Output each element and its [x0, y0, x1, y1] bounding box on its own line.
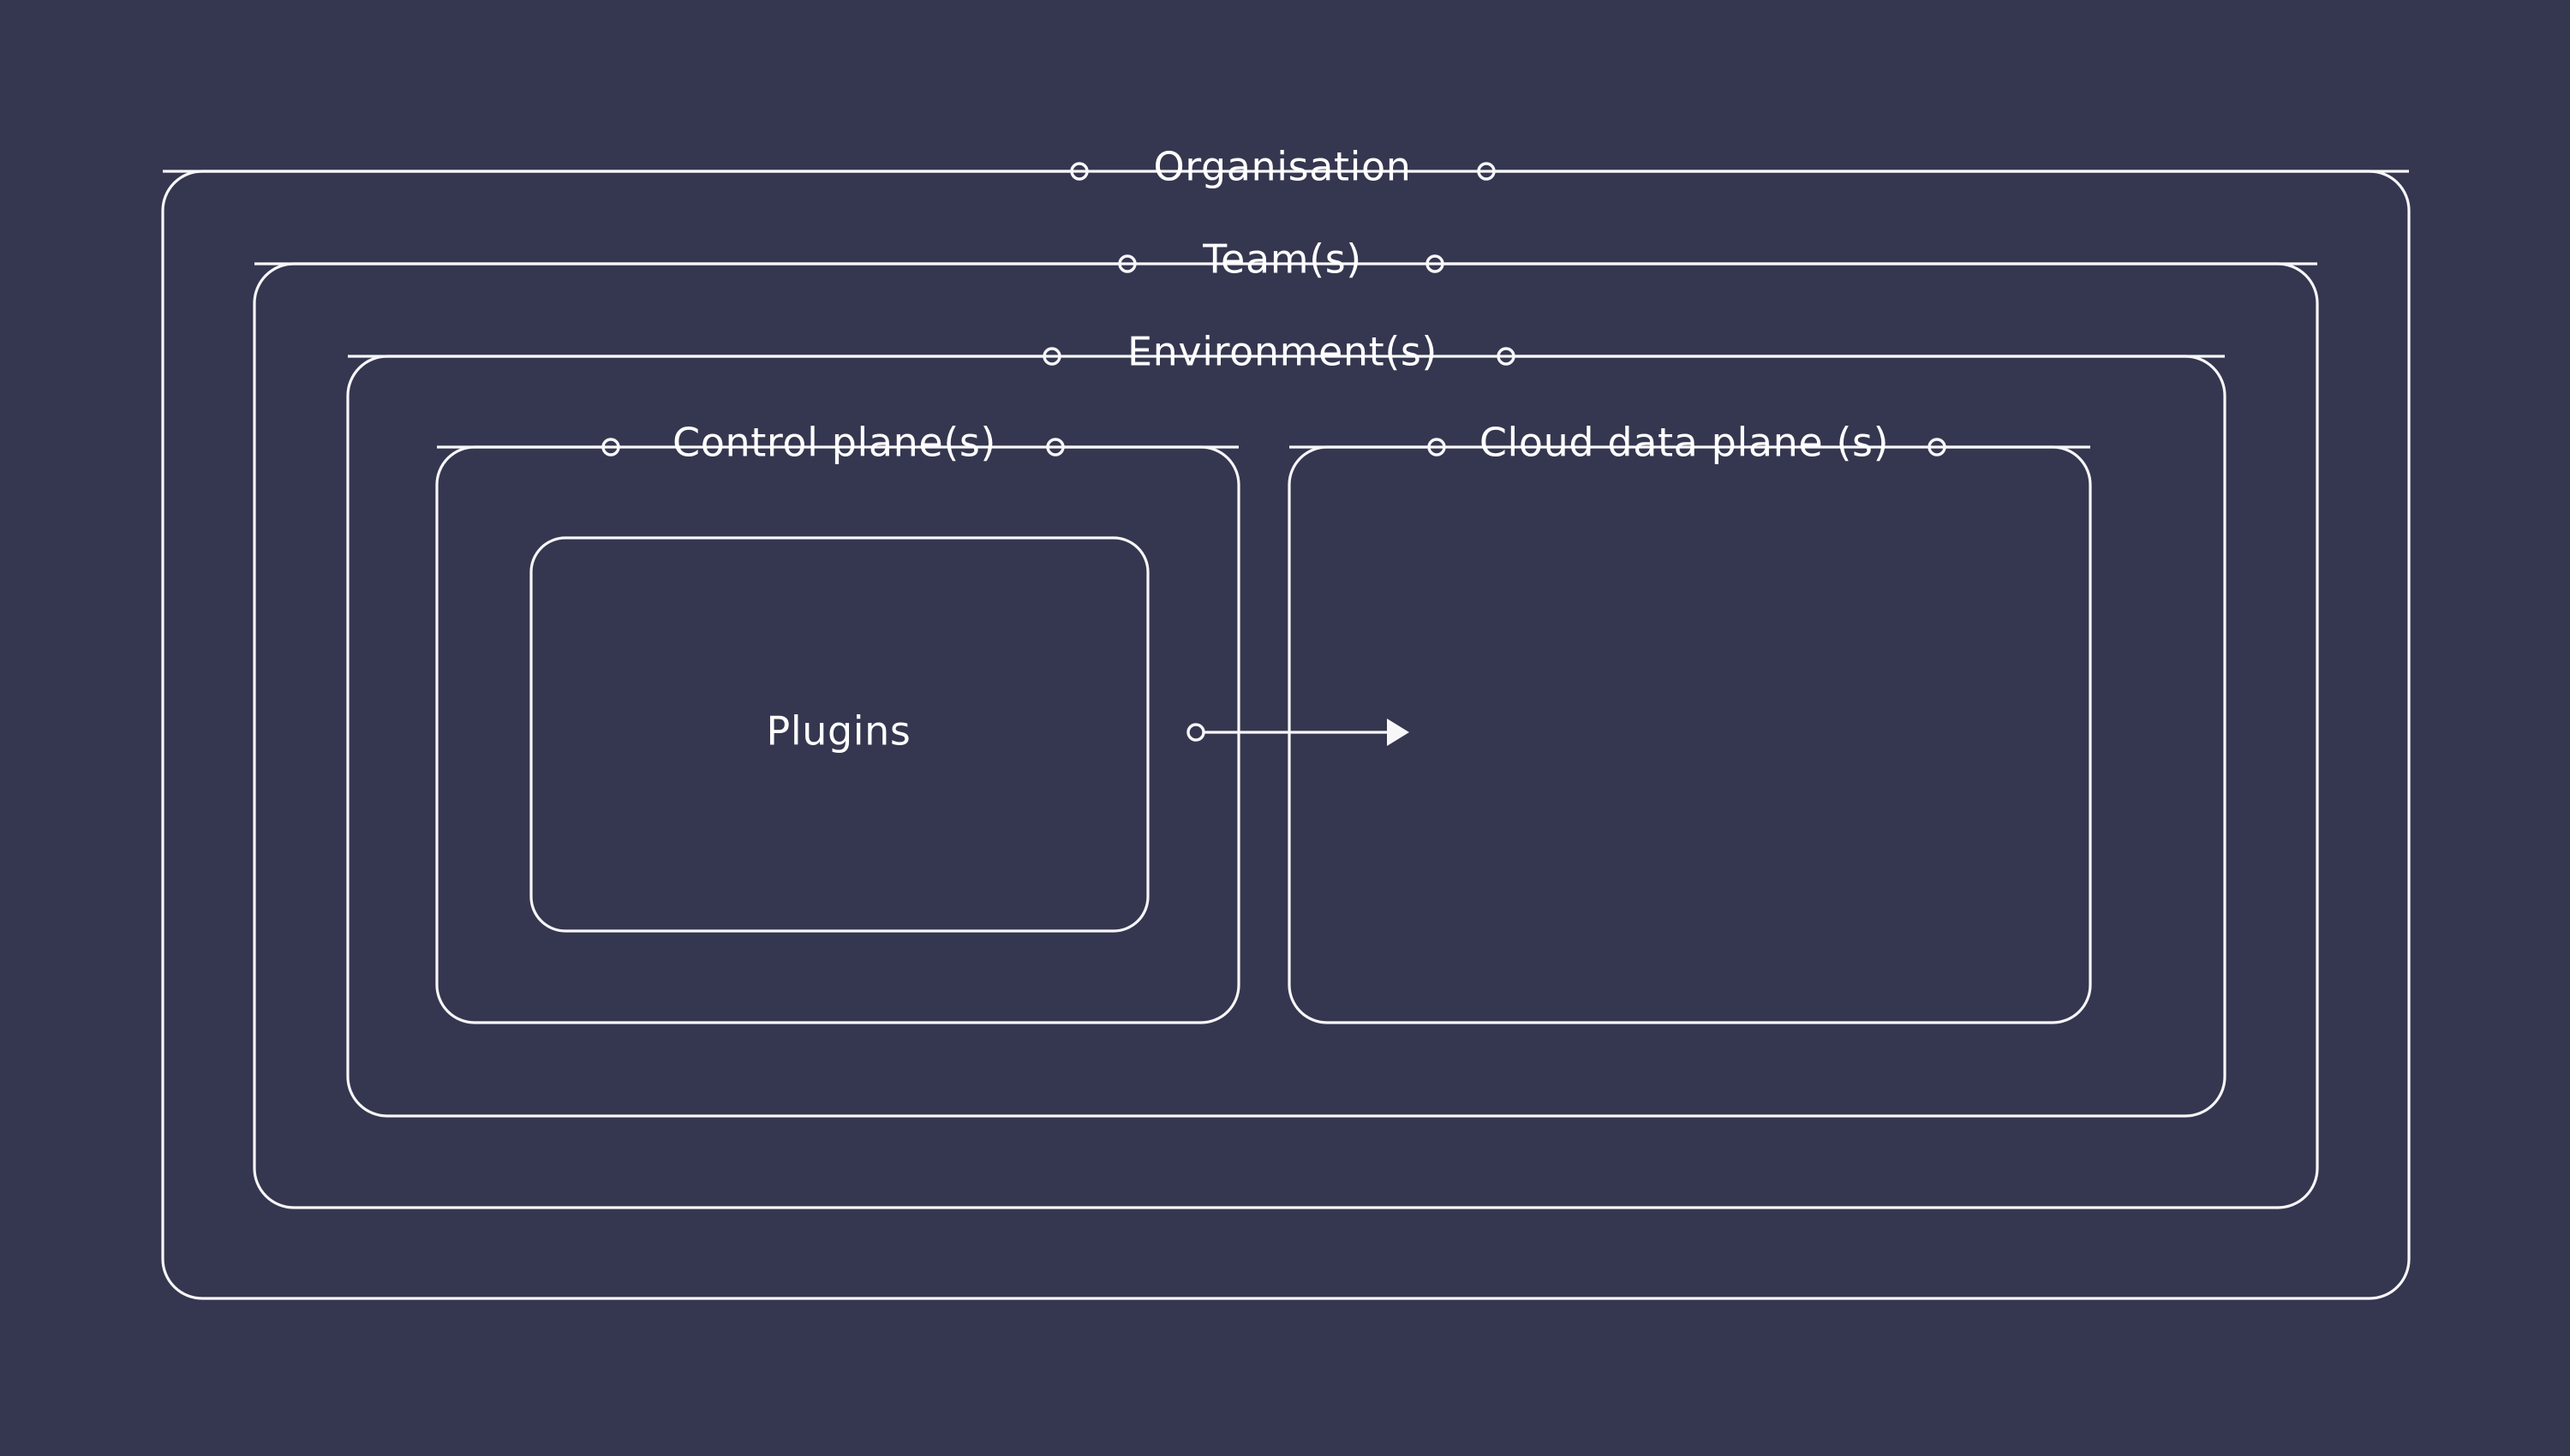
- label-plugins: Plugins: [767, 708, 911, 755]
- flow-arrowhead-icon: [1387, 719, 1409, 746]
- label-cloud-data-plane: Cloud data plane (s): [1479, 420, 1889, 466]
- label-environment: Environment(s): [1127, 329, 1437, 375]
- group-environment[interactable]: Environment(s): [346, 329, 2226, 1118]
- connector-dot-team-left: [1118, 254, 1137, 273]
- flow-plugins-to-cloud-data-plane: [1186, 719, 1409, 746]
- connector-dot-cloud-data-plane-left: [1427, 438, 1446, 456]
- connector-dot-environment-left: [1043, 347, 1061, 366]
- box-team[interactable]: [253, 262, 2319, 1209]
- box-organisation[interactable]: [161, 170, 2411, 1300]
- label-control-plane: Control plane(s): [672, 420, 996, 466]
- group-team[interactable]: Team(s): [253, 236, 2319, 1209]
- box-environment[interactable]: [346, 355, 2226, 1118]
- connector-dot-control-plane-left: [601, 438, 620, 456]
- flow-origin-dot-icon: [1186, 723, 1205, 742]
- box-control-plane[interactable]: [435, 445, 1240, 1024]
- group-organisation[interactable]: Organisation: [161, 144, 2411, 1300]
- box-plugins[interactable]: [529, 536, 1150, 933]
- connector-dot-organisation-left: [1070, 162, 1089, 181]
- label-organisation: Organisation: [1153, 144, 1411, 190]
- group-control-plane[interactable]: Control plane(s): [435, 420, 1240, 1024]
- group-plugins[interactable]: Plugins: [529, 536, 1150, 933]
- group-cloud-data-plane[interactable]: Cloud data plane (s): [1288, 420, 2092, 1024]
- label-team: Team(s): [1202, 236, 1362, 283]
- box-cloud-data-plane[interactable]: [1288, 445, 2092, 1024]
